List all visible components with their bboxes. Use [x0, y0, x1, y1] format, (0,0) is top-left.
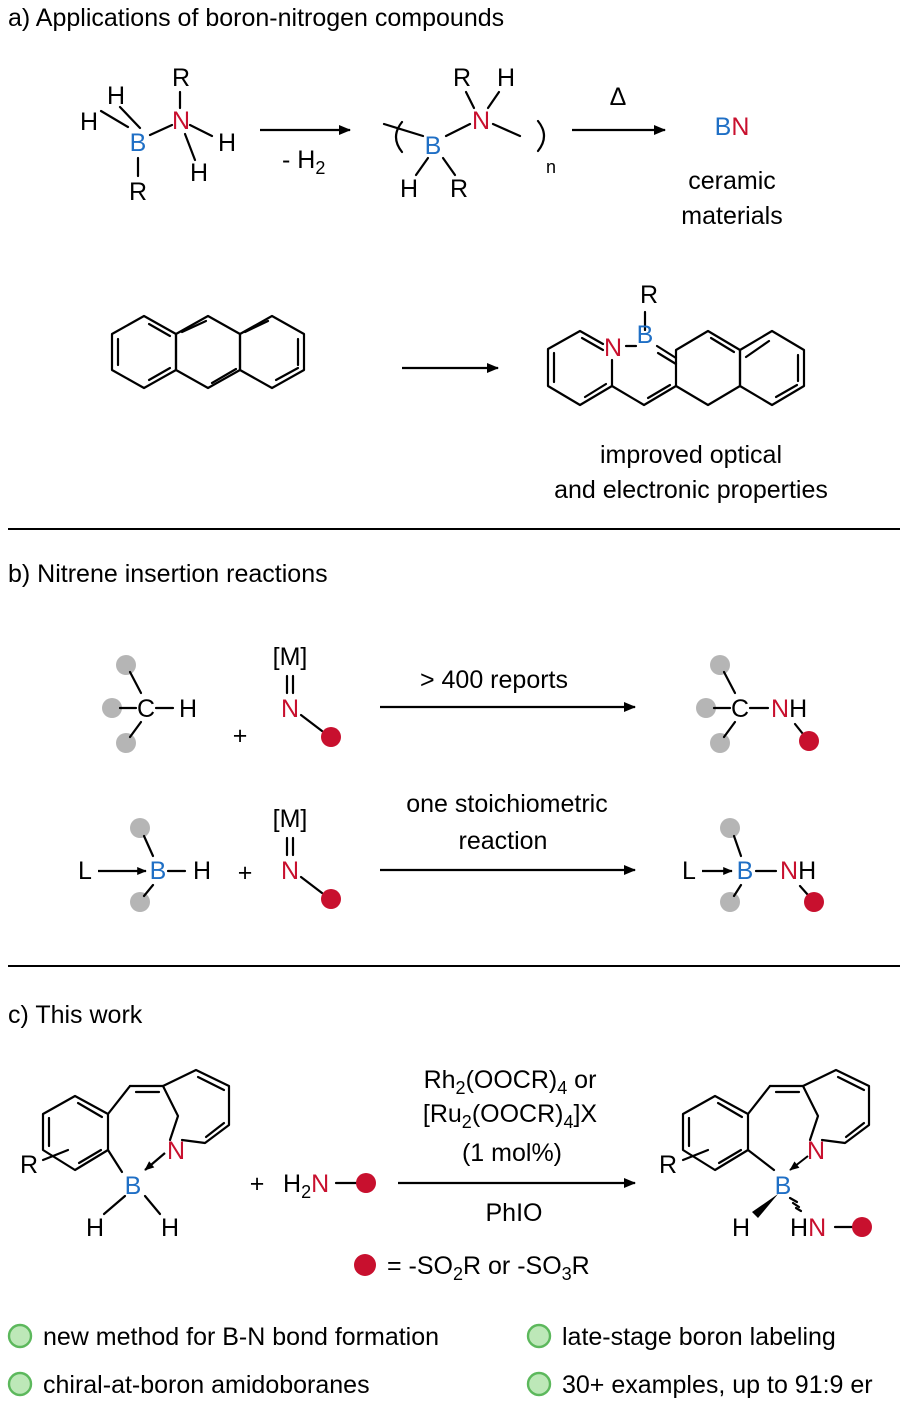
svg-text:C: C [137, 695, 155, 723]
svg-text:n: n [546, 157, 556, 177]
bn-anthracene-structure: N B R [546, 281, 806, 407]
svg-text:H: H [218, 129, 236, 157]
nitrogen-atom: N [172, 107, 190, 135]
svg-text:R: R [129, 178, 147, 206]
ch-product: C NH [696, 655, 819, 753]
svg-text:N: N [167, 1137, 185, 1165]
svg-text:H: H [400, 175, 418, 203]
catalyst-loading: (1 mol%) [462, 1139, 562, 1167]
svg-text:+: + [238, 859, 253, 887]
svg-text:H: H [190, 159, 208, 187]
svg-text:L: L [682, 857, 696, 885]
svg-text:materials: materials [681, 202, 782, 230]
svg-text:B: B [737, 857, 754, 885]
bullet-icon [7, 1371, 33, 1397]
bh-product: L B NH [682, 818, 824, 912]
svg-text:B: B [125, 1172, 142, 1200]
svg-text:one stoichiometric: one stoichiometric [406, 790, 607, 818]
svg-text:+: + [233, 722, 248, 750]
boron-nitride: BN [715, 113, 750, 141]
svg-text:B: B [775, 1172, 792, 1200]
svg-text:H: H [193, 857, 211, 885]
section-title-a: a) Applications of boron-nitrogen compou… [8, 4, 504, 32]
section-title-c: c) This work [8, 1001, 143, 1029]
svg-text:R: R [172, 64, 190, 92]
svg-text:H2N: H2N [283, 1170, 329, 1202]
ch-substrate: C H [102, 655, 197, 753]
panel-c: c) This work N B R H H + H2N [7, 1001, 873, 1399]
svg-text:[M]: [M] [273, 643, 308, 671]
svg-text:HN: HN [790, 1214, 826, 1242]
svg-text:B: B [150, 857, 167, 885]
svg-text:- H2: - H2 [282, 146, 325, 178]
svg-text:NH: NH [771, 695, 807, 723]
svg-text:reaction: reaction [459, 827, 548, 855]
svg-text:R: R [450, 175, 468, 203]
svg-text:H: H [179, 695, 197, 723]
delta-symbol: Δ [610, 83, 627, 111]
svg-text:B: B [425, 132, 442, 160]
svg-text:H: H [107, 82, 125, 110]
highlight-item: late-stage boron labeling [562, 1323, 836, 1351]
svg-text:N: N [281, 695, 299, 723]
oxidant: PhIO [486, 1199, 543, 1227]
svg-text:H: H [497, 64, 515, 92]
section-title-b: b) Nitrene insertion reactions [8, 560, 328, 588]
svg-text:R: R [640, 281, 658, 309]
metal-nitrene-2: [M] N [273, 805, 341, 909]
svg-text:L: L [78, 857, 92, 885]
svg-text:improved optical: improved optical [600, 441, 782, 469]
metal-nitrene-1: [M] N [273, 643, 341, 747]
svg-text:N: N [604, 334, 622, 362]
substituent-legend: = -SO2R or -SO3R [387, 1252, 590, 1284]
svg-text:N: N [472, 107, 490, 135]
catalyst-rh: Rh2(OOCR)4 or [424, 1066, 597, 1098]
highlights: new method for B-N bond formation late-s… [7, 1323, 873, 1399]
bullet-icon [526, 1323, 552, 1349]
polyaminoborane: B N R H H R n [382, 64, 556, 203]
svg-text:ceramic: ceramic [688, 167, 776, 195]
svg-text:N: N [281, 857, 299, 885]
boron-atom: B [130, 129, 147, 157]
svg-text:H: H [86, 1214, 104, 1242]
bullet-icon [7, 1323, 33, 1349]
svg-text:H: H [161, 1214, 179, 1242]
svg-text:[M]: [M] [273, 805, 308, 833]
svg-text:NH: NH [780, 857, 816, 885]
svg-text:R: R [20, 1151, 38, 1179]
highlight-item: chiral-at-boron amidoboranes [43, 1371, 370, 1399]
svg-text:H: H [80, 108, 98, 136]
anthracene-structure [110, 314, 306, 390]
highlight-item: 30+ examples, up to 91:9 er [562, 1371, 873, 1399]
highlight-item: new method for B-N bond formation [43, 1323, 439, 1351]
bh-substrate: L B H [78, 818, 211, 912]
panel-a: a) Applications of boron-nitrogen compou… [8, 4, 828, 504]
amine-borane-monomer: B N H H R R H H [80, 64, 236, 206]
svg-text:R: R [453, 64, 471, 92]
svg-text:H: H [732, 1214, 750, 1242]
substituent-legend-dot [354, 1254, 376, 1276]
svg-text:R: R [659, 1151, 677, 1179]
catalyst-ru: [Ru2(OOCR)4]X [423, 1100, 598, 1132]
sulfonamide-reagent: H2N [283, 1170, 376, 1202]
panel-b: b) Nitrene insertion reactions C H + [M]… [8, 560, 824, 912]
svg-text:> 400 reports: > 400 reports [420, 666, 568, 694]
svg-text:C: C [731, 695, 749, 723]
amidoborane-product: N B R H HN [659, 1068, 872, 1242]
svg-text:N: N [807, 1137, 825, 1165]
svg-text:and electronic properties: and electronic properties [554, 476, 828, 504]
bullet-icon [526, 1371, 552, 1397]
svg-text:B: B [637, 321, 654, 349]
pyridyl-borane-substrate: N B R H H [20, 1068, 231, 1242]
svg-text:+: + [250, 1170, 265, 1198]
